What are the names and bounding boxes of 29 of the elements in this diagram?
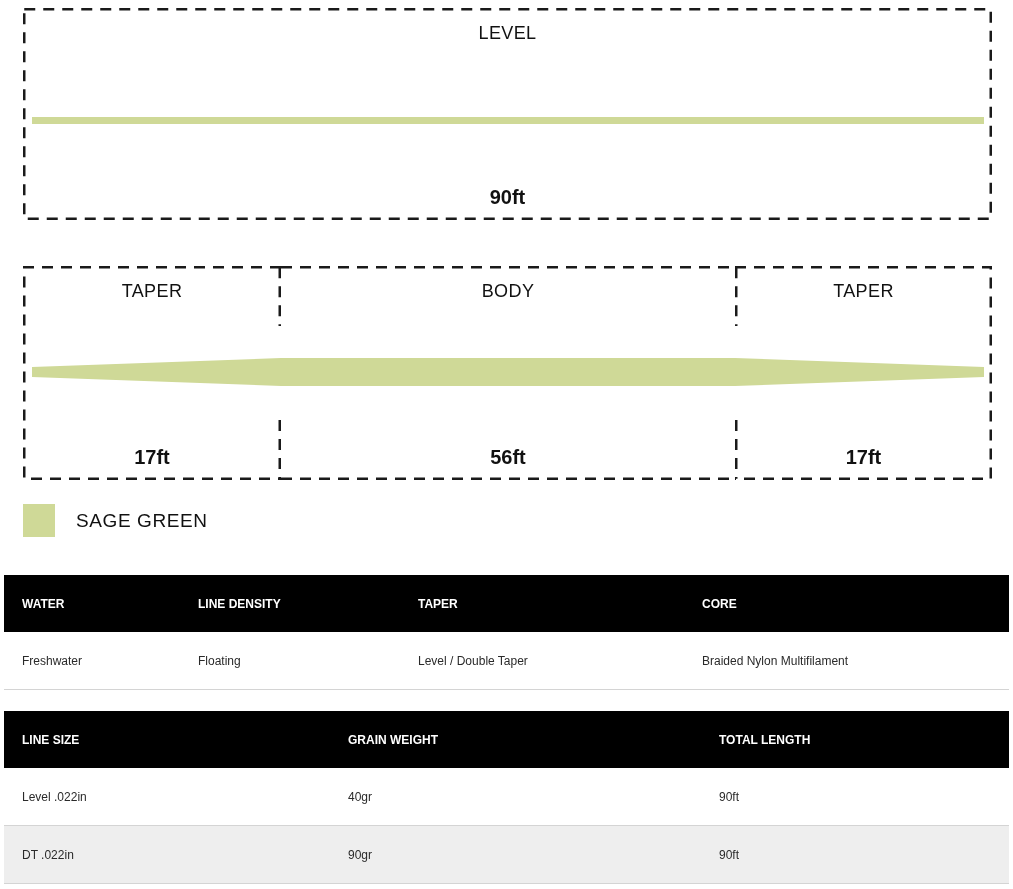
length-label: 56ft (490, 445, 526, 470)
column-header: TOTAL LENGTH (719, 732, 811, 747)
length-label: 90ft (489, 185, 526, 210)
table-cell: 40gr (348, 789, 373, 804)
table-cell: 90ft (719, 847, 739, 862)
table-cell: 90ft (719, 789, 739, 804)
section-label: TAPER (833, 280, 894, 302)
table-cell: Floating (198, 653, 241, 668)
table-cell: Level .022in (22, 789, 87, 804)
dashed-frame (735, 266, 992, 480)
table-cell: 90gr (348, 847, 373, 862)
legend-label: SAGE GREEN (76, 509, 208, 532)
table-cell: Braided Nylon Multifilament (702, 653, 849, 668)
column-header: LINE SIZE (22, 732, 80, 747)
column-header: CORE (702, 596, 737, 611)
table-cell: DT .022in (22, 847, 74, 862)
table-cell: Freshwater (22, 653, 83, 668)
dashed-frame (23, 266, 281, 480)
length-label: 17ft (134, 445, 170, 470)
column-header: LINE DENSITY (198, 596, 281, 611)
section-label: LEVEL (478, 22, 537, 44)
column-header: WATER (22, 596, 65, 611)
dashed-frame (23, 8, 992, 220)
length-label: 17ft (845, 445, 882, 470)
column-header: TAPER (418, 596, 458, 611)
column-header: GRAIN WEIGHT (348, 732, 438, 747)
section-label: BODY (481, 280, 535, 302)
table-cell: Level / Double Taper (418, 653, 528, 668)
section-label: TAPER (121, 280, 183, 302)
